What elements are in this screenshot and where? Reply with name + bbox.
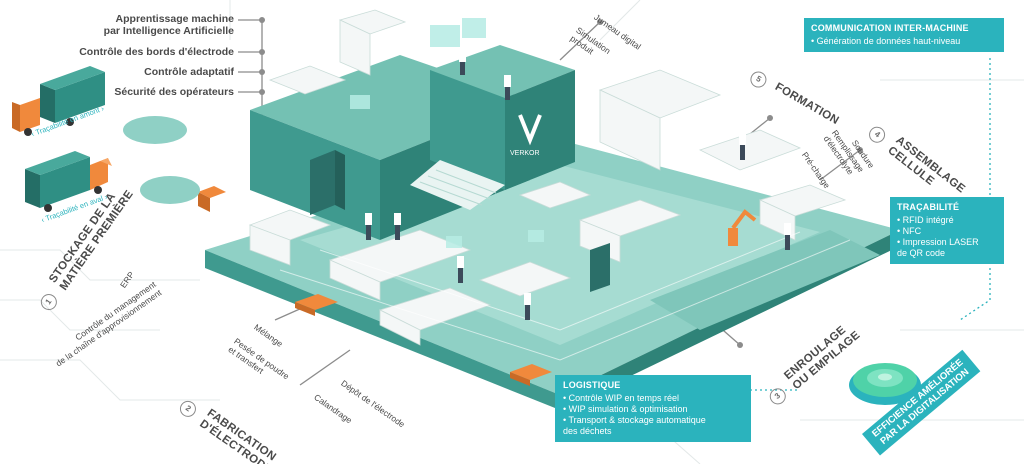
logistique-item-wip: Contrôle WIP en temps réel (563, 393, 743, 404)
communication-title: COMMUNICATION INTER-MACHINE (811, 23, 969, 33)
robot-arm (728, 209, 757, 246)
feature-machine-learning: Apprentissage machine par Intelligence A… (103, 13, 234, 37)
communication-item: Génération de données haut-niveau (811, 36, 997, 47)
feature-edge-control: Contrôle des bords d'électrode (79, 46, 234, 58)
workers (365, 50, 791, 320)
material-pile-2 (140, 176, 200, 204)
truck-downstream (25, 151, 112, 212)
logistique-title: LOGISTIQUE (563, 380, 621, 390)
feature-operator-safety: Sécurité des opérateurs (114, 86, 234, 98)
logistique-box: LOGISTIQUE Contrôle WIP en temps réel WI… (555, 375, 751, 442)
communication-box: COMMUNICATION INTER-MACHINE Génération d… (804, 18, 1004, 52)
logistique-item-simulation: WIP simulation & optimisation (563, 404, 743, 415)
holo-screens (350, 18, 544, 248)
logistique-item-transport: Transport & stockage automatique des déc… (563, 415, 743, 437)
feature-adaptive-control: Contrôle adaptatif (144, 66, 234, 78)
tracabilite-title: TRAÇABILITÉ (897, 202, 960, 212)
tower-logo-text: VERKOR (510, 150, 540, 157)
machines (248, 9, 847, 346)
server-racks (310, 150, 610, 292)
agv-robots (198, 186, 552, 386)
staircase (410, 160, 505, 210)
efficiency-disc (849, 363, 921, 405)
material-pile-1 (123, 116, 187, 144)
tracabilite-box: TRAÇABILITÉ RFID intégré NFC Impression … (890, 197, 1004, 264)
tracabilite-item-nfc: NFC (897, 226, 997, 237)
tracabilite-item-laser: Impression LASER de QR code (897, 237, 997, 259)
truck-upstream (12, 66, 105, 136)
tracabilite-item-rfid: RFID intégré (897, 215, 997, 226)
verkor-tower: VERKOR (430, 45, 575, 190)
